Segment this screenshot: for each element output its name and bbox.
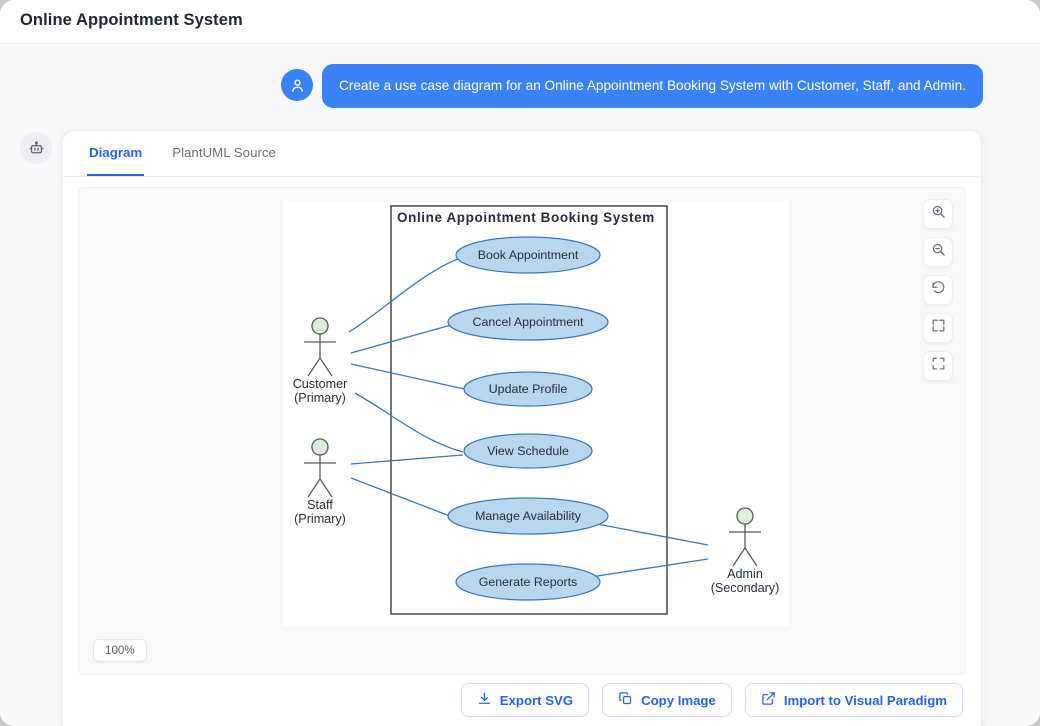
system-boundary-title: Online Appointment Booking System	[397, 210, 655, 225]
rotate-ccw-icon	[931, 280, 946, 300]
actor-customer-name: Customer	[293, 377, 348, 391]
import-visual-paradigm-button[interactable]: Import to Visual Paradigm	[744, 683, 963, 717]
use-case-manage-availability[interactable]: Manage Availability	[447, 497, 609, 535]
actor-staff-name: Staff	[307, 498, 333, 512]
tab-bar: Diagram PlantUML Source	[63, 131, 983, 177]
use-case-update-profile-label: Update Profile	[489, 382, 568, 396]
assoc-customer-cancel-appointment	[350, 324, 452, 354]
use-case-update-profile[interactable]: Update Profile	[463, 371, 593, 407]
copy-image-button[interactable]: Copy Image	[602, 683, 732, 717]
tab-diagram-label: Diagram	[89, 145, 143, 160]
actor-customer[interactable]: Customer (Primary)	[293, 317, 348, 405]
actor-admin-role: (Secondary)	[711, 581, 780, 595]
diagram-card: Diagram PlantUML Source Online Appointme…	[62, 130, 983, 726]
fullscreen-icon	[931, 356, 946, 376]
import-visual-paradigm-label: Import to Visual Paradigm	[783, 692, 947, 708]
diagram-canvas[interactable]: Online Appointment Booking System	[78, 187, 966, 675]
user-icon	[281, 69, 313, 101]
reset-view-button[interactable]	[923, 275, 953, 305]
tab-diagram[interactable]: Diagram	[87, 131, 145, 176]
actor-staff-role: (Primary)	[294, 512, 346, 526]
export-svg-label: Export SVG	[499, 692, 574, 708]
actor-admin-name: Admin	[727, 567, 763, 581]
use-case-generate-reports-label: Generate Reports	[479, 575, 578, 589]
robot-icon	[20, 132, 52, 164]
use-case-view-schedule-label: View Schedule	[487, 444, 569, 458]
actor-customer-role: (Primary)	[294, 391, 346, 405]
copy-icon	[618, 691, 633, 709]
use-case-cancel-appointment[interactable]: Cancel Appointment	[447, 303, 609, 341]
system-boundary	[390, 205, 668, 615]
page-title: Online Appointment System	[20, 11, 243, 29]
fullscreen-button[interactable]	[923, 351, 953, 381]
canvas-controls	[923, 199, 953, 381]
assoc-admin-manage-availability	[580, 520, 709, 546]
use-case-manage-availability-label: Manage Availability	[475, 509, 582, 523]
content-area: Create a use case diagram for an Online …	[0, 44, 1040, 726]
use-case-generate-reports[interactable]: Generate Reports	[455, 563, 601, 601]
actor-admin[interactable]: Admin (Secondary)	[711, 507, 780, 595]
use-case-view-schedule[interactable]: View Schedule	[463, 433, 593, 469]
zoom-in-button[interactable]	[923, 199, 953, 229]
external-link-icon	[761, 691, 776, 709]
title-bar: Online Appointment System	[0, 0, 1040, 44]
use-case-diagram-svg: Online Appointment Booking System	[293, 205, 780, 615]
zoom-level-badge: 100%	[93, 639, 147, 662]
use-cases: Book Appointment Cancel Appointment Upda…	[447, 236, 609, 601]
zoom-out-button[interactable]	[923, 237, 953, 267]
fit-to-screen-button[interactable]	[923, 313, 953, 343]
user-message-row: Create a use case diagram for an Online …	[281, 64, 983, 109]
download-icon	[477, 691, 492, 709]
assoc-staff-manage-availability	[350, 477, 456, 519]
use-case-book-appointment-label: Book Appointment	[478, 248, 579, 262]
zoom-in-icon	[931, 204, 946, 224]
assoc-customer-view-schedule	[354, 392, 464, 453]
copy-image-label: Copy Image	[641, 692, 716, 708]
use-case-book-appointment[interactable]: Book Appointment	[455, 236, 601, 274]
actor-staff[interactable]: Staff (Primary)	[294, 438, 346, 526]
uml-diagram: Online Appointment Booking System	[283, 201, 789, 626]
assoc-customer-update-profile	[350, 363, 470, 391]
assoc-customer-book-appointment	[348, 256, 464, 333]
export-svg-button[interactable]: Export SVG	[460, 683, 590, 717]
zoom-out-icon	[931, 242, 946, 262]
assoc-staff-view-schedule	[350, 454, 464, 465]
action-buttons: Export SVG Copy Image	[460, 683, 963, 717]
fit-screen-icon	[931, 318, 946, 338]
use-case-cancel-appointment-label: Cancel Appointment	[473, 315, 584, 329]
tab-plantuml-source-label: PlantUML Source	[172, 145, 276, 160]
tab-plantuml-source[interactable]: PlantUML Source	[170, 131, 278, 176]
user-message-bubble: Create a use case diagram for an Online …	[322, 64, 983, 109]
